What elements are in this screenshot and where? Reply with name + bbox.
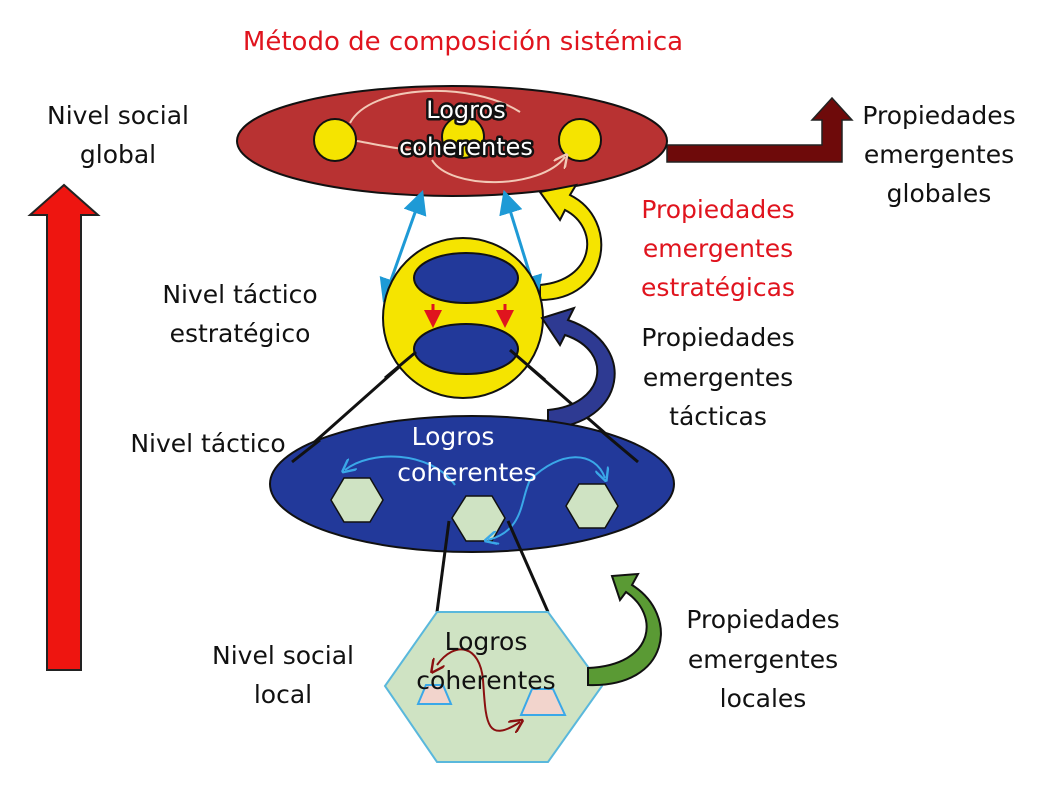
local-properties-line2: emergentes (688, 645, 838, 674)
level-global-label-line2: global (80, 140, 156, 169)
global-properties-line2: emergentes (864, 140, 1014, 169)
global-node-2 (441, 115, 485, 159)
strategic-upper-ellipse (413, 252, 519, 304)
tactical-inner-label-line2: coherentes (397, 458, 536, 487)
link-arrow-left (379, 190, 427, 303)
global-link-2 (356, 140, 421, 151)
global-link-3 (431, 157, 565, 184)
tactical-link-3 (488, 479, 531, 540)
tactical-properties-line3: tácticas (669, 402, 767, 431)
global-node-3 (558, 118, 602, 162)
level-strategic-label-line2: estratégico (170, 319, 311, 348)
connector-line-left-inner (384, 350, 417, 380)
tactical-node-2 (451, 495, 506, 542)
tactical-node-3 (565, 483, 619, 529)
strategic-properties-line2: emergentes (643, 234, 793, 263)
tactical-properties-line2: emergentes (643, 363, 793, 392)
global-node-1 (313, 118, 357, 162)
tactical-properties-line1: Propiedades (641, 323, 794, 352)
tactical-node-1 (330, 477, 384, 523)
strategic-properties-line1: Propiedades (641, 195, 794, 224)
connector-line-local-right (506, 520, 550, 613)
global-properties-line1: Propiedades (862, 101, 1015, 130)
level-strategic-label-line1: Nivel táctico (162, 280, 317, 309)
diagram-title: Método de composición sistémica (243, 27, 683, 57)
tactical-inner-label-line1: Logros (412, 422, 495, 451)
level-local-label-line1: Nivel social (212, 641, 354, 670)
tactical-link-1 (345, 455, 456, 486)
local-node-2 (519, 688, 567, 716)
strategic-lower-ellipse (413, 323, 519, 375)
global-inner-label-line2: coherentes (399, 133, 533, 161)
tactical-link-2 (529, 456, 605, 480)
big-up-arrow-icon (27, 183, 101, 671)
strategic-emergent-arrow-icon (538, 183, 603, 302)
global-output-arrow-icon (666, 96, 854, 163)
level-global-label-line1: Nivel social (47, 101, 189, 130)
connector-line-right-outer (599, 428, 639, 464)
local-inner-label-line2: coherentes (416, 666, 555, 695)
level-local-label-line2: local (254, 680, 312, 709)
global-properties-line3: globales (887, 179, 992, 208)
global-link-1 (349, 89, 521, 124)
connector-line-local-left (435, 520, 451, 613)
local-emergent-arrow-icon (587, 572, 662, 687)
global-inner-label-line1: Logros (426, 96, 505, 124)
local-properties-line3: locales (720, 684, 807, 713)
local-inner-label-line1: Logros (445, 627, 528, 656)
connector-line-left-outer (291, 438, 321, 464)
local-link (437, 648, 520, 730)
tactical-emergent-arrow-icon (540, 306, 616, 430)
strategic-properties-line3: estratégicas (641, 273, 795, 302)
connector-line-right-inner (509, 348, 546, 382)
level-tactical-label: Nivel táctico (130, 429, 285, 458)
local-properties-line1: Propiedades (686, 605, 839, 634)
